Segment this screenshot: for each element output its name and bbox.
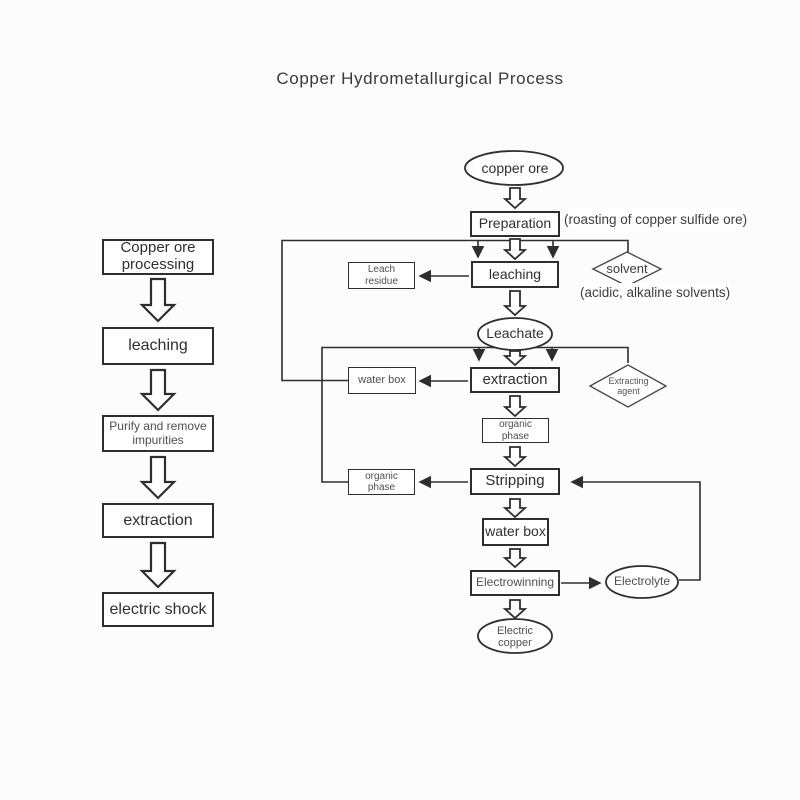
left-step-copper-ore-processing: Copper ore processing: [102, 239, 214, 275]
copper-ore-ellipse: [464, 150, 564, 186]
main-flow-arrows: [502, 187, 528, 620]
block-arrow-down-icon: [502, 187, 528, 210]
copper-ore-label: copper ore: [481, 159, 549, 176]
left-step-electric-shock: electric shock: [102, 592, 214, 627]
preparation-box: Preparation: [470, 211, 560, 237]
left-step-leaching: leaching: [102, 327, 214, 365]
left-step-purify: Purify and remove impurities: [102, 415, 214, 452]
left-column-arrows: [139, 277, 177, 589]
left-step-extraction: extraction: [102, 503, 214, 538]
organic-phase-left-box: organic phase: [348, 469, 415, 495]
terminator-shapes: [464, 150, 679, 654]
block-arrow-down-icon: [502, 238, 528, 261]
block-arrow-down-icon: [502, 548, 528, 569]
extracting-agent-label: Extracting agent: [592, 365, 665, 407]
leach-residue-label: Leach residue: [365, 264, 398, 287]
block-arrow-down-icon: [139, 541, 177, 589]
block-arrow-down-icon: [139, 277, 177, 323]
leachate-ellipse: [477, 317, 553, 351]
water-box-bottom-box: water box: [482, 518, 549, 546]
solvent-label: solvent: [606, 261, 648, 277]
block-arrow-down-icon: [502, 599, 528, 620]
electrolyte-ellipse: [605, 565, 679, 599]
water-box-left-box: water box: [348, 367, 416, 394]
block-arrow-down-icon: [502, 446, 528, 468]
block-arrow-down-icon: [502, 350, 528, 367]
leachate-label: Leachate: [486, 325, 544, 342]
electric-copper-text: Electric copper: [496, 624, 534, 649]
electrolyte-recycle-line: [570, 475, 701, 581]
flow-lines: [418, 240, 602, 590]
solvent-diamond: [591, 251, 663, 287]
electric-copper-ellipse: [477, 618, 553, 654]
block-arrow-down-icon: [502, 290, 528, 317]
organic-phase-left-label: organic phase: [365, 470, 398, 493]
electrolyte-label: Electrolyte: [613, 574, 671, 589]
block-arrow-down-icon: [502, 498, 528, 519]
roasting-note: (roasting of copper sulfide ore): [564, 208, 748, 230]
recycle-lines: [281, 239, 701, 581]
block-arrow-down-icon: [502, 395, 528, 418]
stripping-box: Stripping: [470, 468, 560, 495]
extracting-agent-text: Extracting agent: [608, 376, 649, 396]
block-arrow-down-icon: [139, 368, 177, 412]
decision-shapes: [588, 251, 668, 408]
organic-phase-mid-box: organic phase: [482, 418, 549, 443]
waterbox-recycle-line: [281, 239, 629, 382]
leaching-box: leaching: [471, 261, 559, 288]
extraction-box: extraction: [470, 367, 560, 393]
leach-residue-box: Leach residue: [348, 262, 415, 289]
page-title: Copper Hydrometallurgical Process: [276, 69, 564, 88]
solvent-note: (acidic, alkaline solvents): [580, 283, 731, 301]
electric-copper-label: Electric copper: [478, 620, 552, 653]
electrowinning-box: Electrowinning: [470, 570, 560, 596]
organic-phase-mid-label: organic phase: [499, 419, 532, 442]
extracting-agent-diamond: [588, 364, 668, 408]
block-arrow-down-icon: [139, 455, 177, 500]
organic-recycle-line: [321, 346, 629, 483]
